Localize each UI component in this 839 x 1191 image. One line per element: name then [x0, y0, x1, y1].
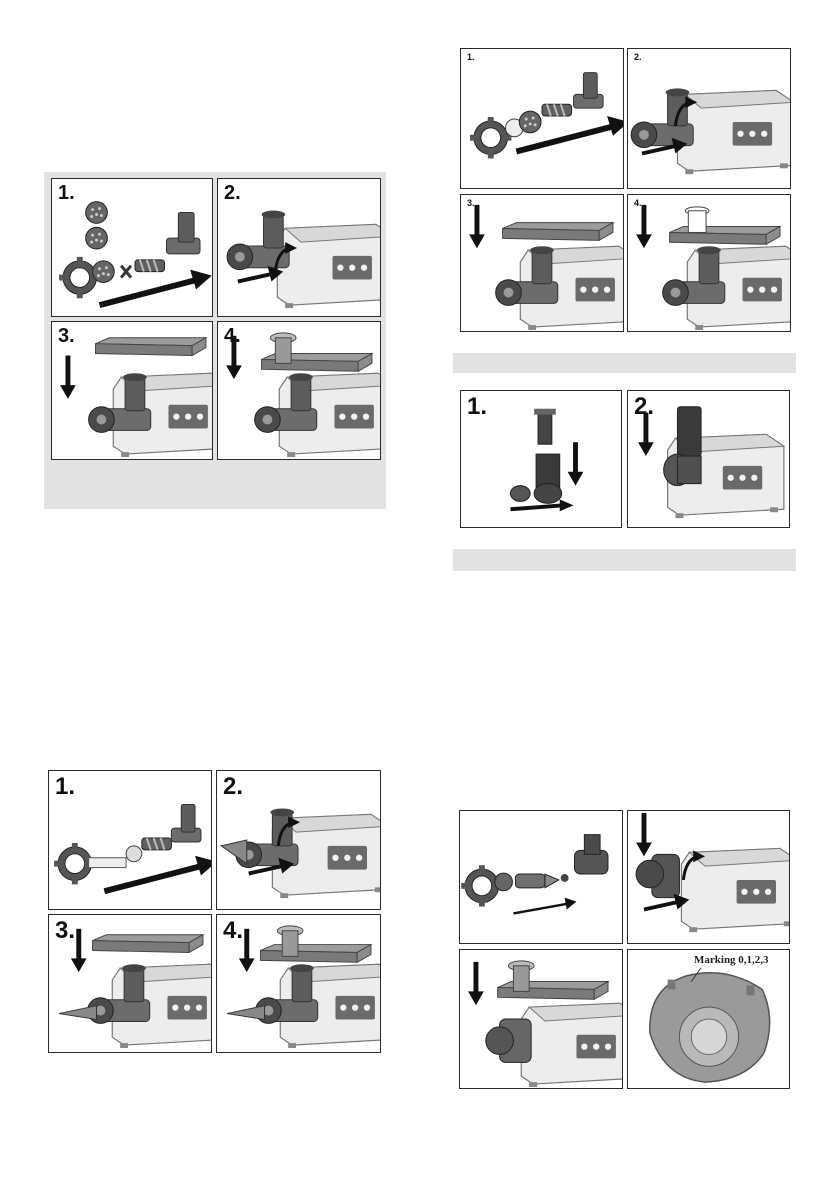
step-number: 3. — [58, 326, 75, 346]
step-number: 4. — [224, 326, 241, 346]
step-number: 1. — [58, 183, 75, 203]
step-number: 2. — [223, 775, 243, 799]
figure5-step2-panel — [627, 810, 790, 944]
figure1-step4-panel: 4. — [217, 321, 381, 460]
step-number: 4. — [634, 199, 642, 208]
step-number: 4. — [223, 919, 243, 943]
exploded-parts-illustration — [461, 49, 623, 188]
attach-juicer-illustration — [628, 811, 789, 943]
figure2-step1-panel: 1. — [460, 48, 624, 189]
insert-pusher-illustration — [218, 322, 380, 459]
figure2-step2-panel: 2. — [627, 48, 791, 189]
figure1-step2-panel: 2. — [217, 178, 381, 317]
step-number: 2. — [224, 183, 241, 203]
caption-bar-2 — [453, 353, 796, 373]
mount-tray-illustration — [461, 195, 623, 331]
step-number: 2. — [634, 53, 642, 62]
caption-bar-3 — [453, 549, 796, 571]
juicer-parts-illustration — [460, 811, 622, 943]
figure4-step3-panel: 3. — [48, 914, 212, 1053]
attach-head-illustration — [628, 49, 790, 188]
adjustment-cap-illustration — [628, 950, 789, 1088]
marking-label: Marking 0,1,2,3 — [694, 954, 769, 966]
figure4-step1-panel: 1. — [48, 770, 212, 910]
figure5-step3-panel — [459, 949, 623, 1089]
step-number: 3. — [55, 919, 75, 943]
step-number: 3. — [467, 199, 475, 208]
step-number: 1. — [467, 53, 475, 62]
figure2-step3-panel: 3. — [460, 194, 624, 332]
step-number: 1. — [55, 775, 75, 799]
figure3-step1-panel: 1. — [460, 390, 622, 528]
figure3-step2-panel: 2. — [627, 390, 790, 528]
juicer-tray-illustration — [460, 950, 622, 1088]
figure1-step3-panel: 3. — [51, 321, 213, 460]
step-number: 2. — [634, 395, 654, 419]
attach-head-illustration — [218, 179, 380, 316]
figure5-step1-panel — [459, 810, 623, 944]
exploded-parts-illustration — [52, 179, 212, 316]
insert-pusher-illustration — [628, 195, 790, 331]
figure4-step4-panel: 4. — [216, 914, 381, 1053]
step-number: 1. — [467, 395, 487, 419]
figure4-step2-panel: 2. — [216, 770, 381, 910]
mount-tray-illustration — [52, 322, 212, 459]
figure2-step4-panel: 4. — [627, 194, 791, 332]
figure5-step4-panel: Marking 0,1,2,3 — [627, 949, 790, 1089]
figure1-step1-panel: 1. — [51, 178, 213, 317]
